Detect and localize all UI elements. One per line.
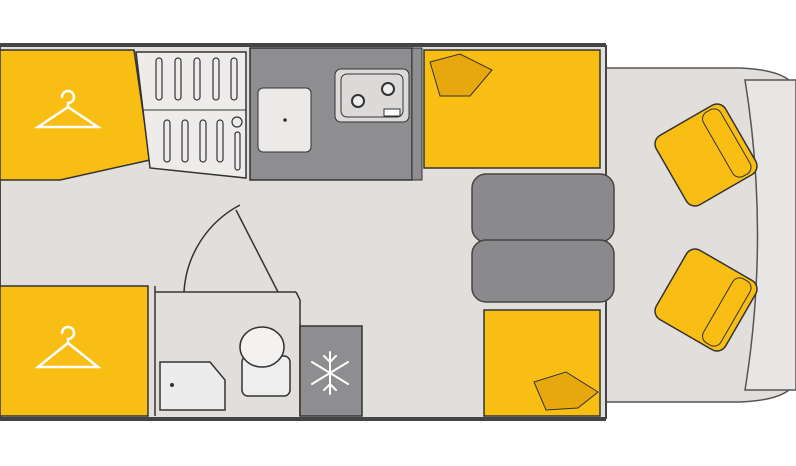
- drain-icon: [170, 383, 174, 387]
- stove-icon: [334, 68, 410, 123]
- pillow-icon: [533, 371, 599, 411]
- seat-icon: [654, 103, 758, 207]
- hanger-icon: [34, 325, 102, 369]
- wardrobe-bottom: [0, 285, 149, 417]
- dinette-table: [471, 173, 615, 303]
- heater-grill: [135, 51, 247, 179]
- bathroom: [154, 204, 301, 416]
- hanger-icon: [33, 89, 103, 129]
- snowflake-icon: [311, 351, 349, 395]
- seat-icon: [654, 248, 758, 352]
- pillow-icon: [429, 53, 493, 97]
- toilet-icon: [239, 326, 291, 397]
- wardrobe-top: [0, 49, 151, 181]
